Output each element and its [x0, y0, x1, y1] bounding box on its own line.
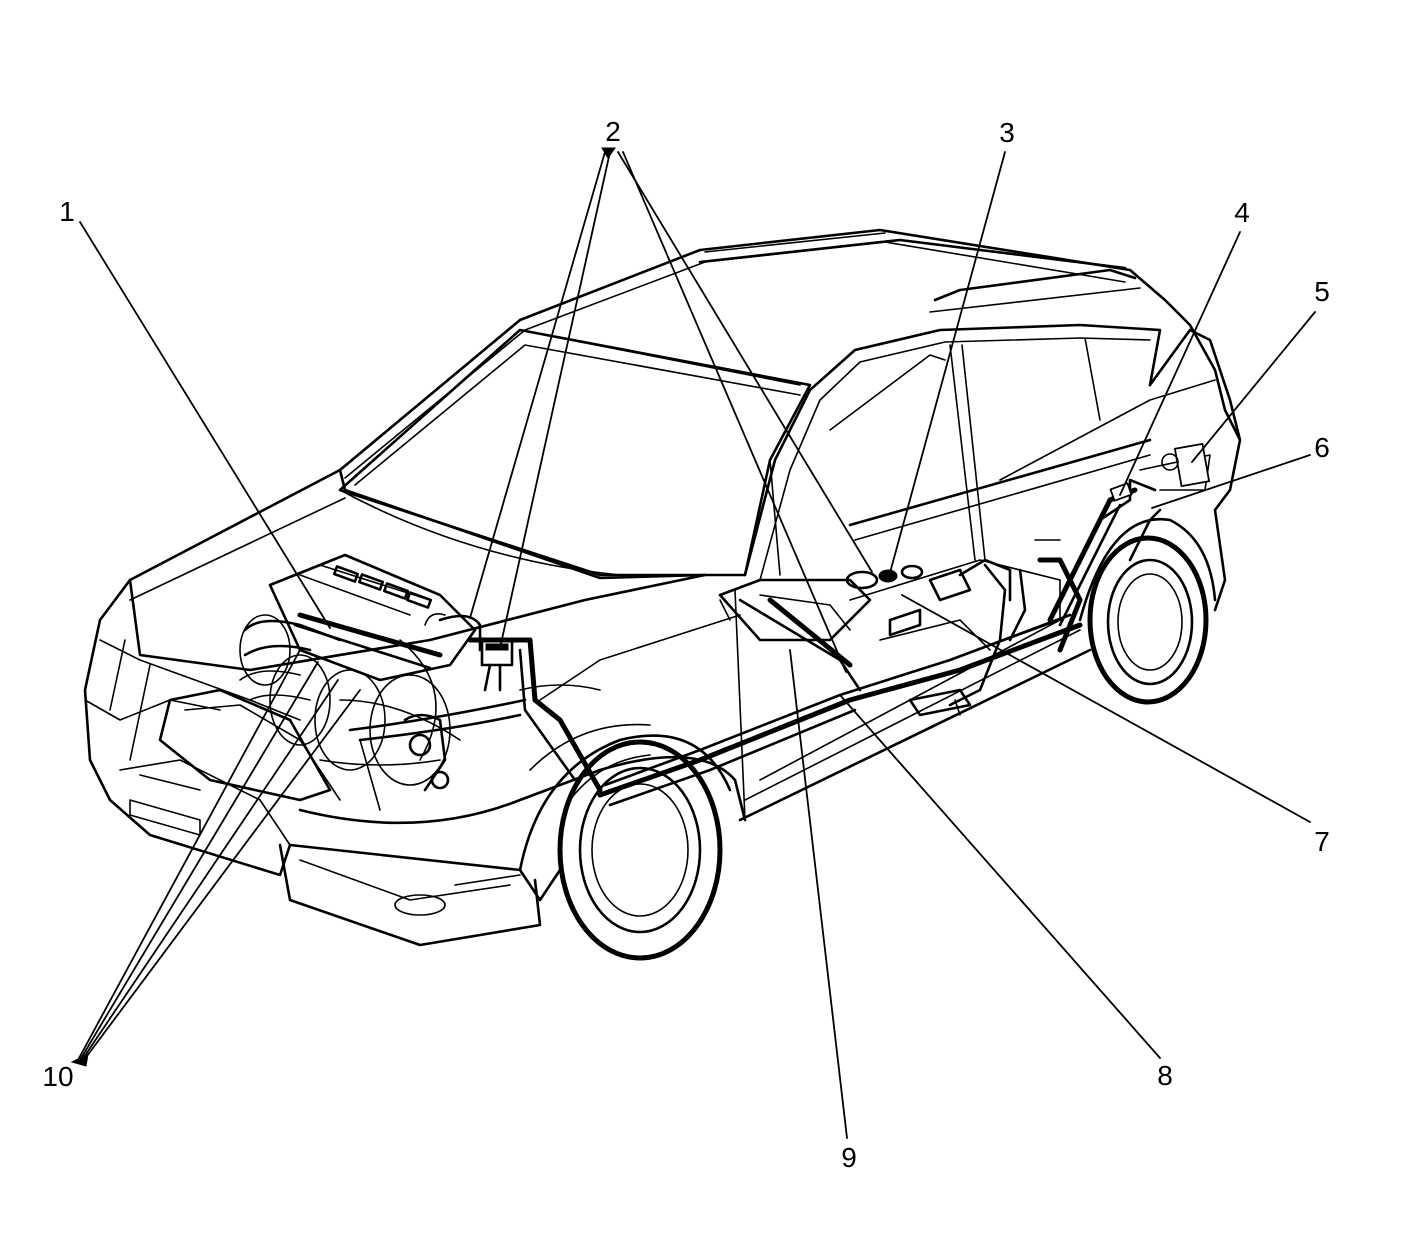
leader-5 — [1191, 311, 1316, 463]
leader-lines — [70, 147, 1316, 1139]
callout-7: 7 — [1314, 826, 1330, 857]
callout-5: 5 — [1314, 276, 1330, 307]
leader-10c — [81, 679, 339, 1061]
engine-assembly — [239, 553, 603, 811]
leader-6 — [1151, 454, 1311, 509]
leader-2b — [499, 151, 611, 649]
leader-10a — [77, 649, 301, 1061]
callout-10: 10 — [42, 1061, 74, 1092]
leader-9 — [789, 649, 848, 1139]
callout-2: 2 — [605, 116, 621, 147]
leader-4 — [1119, 231, 1241, 496]
leader-3 — [887, 151, 1006, 581]
callout-1: 1 — [59, 196, 75, 227]
leader-2c — [617, 151, 873, 573]
callout-6: 6 — [1314, 432, 1330, 463]
leader-2d — [622, 151, 847, 673]
leader-10d — [83, 689, 361, 1061]
callout-8: 8 — [1157, 1060, 1173, 1091]
leader-8 — [839, 694, 1161, 1059]
callout-4: 4 — [1234, 197, 1250, 228]
leader-10b — [79, 661, 319, 1061]
vehicle-body — [83, 228, 1242, 947]
rear-wheel — [1087, 535, 1209, 705]
floor-harness — [519, 459, 1162, 821]
leader-1 — [79, 221, 331, 629]
callout-3: 3 — [999, 117, 1015, 148]
front-wheel — [557, 739, 723, 961]
leader-2a — [469, 151, 606, 619]
leader-7 — [901, 594, 1311, 823]
callout-9: 9 — [841, 1142, 857, 1173]
